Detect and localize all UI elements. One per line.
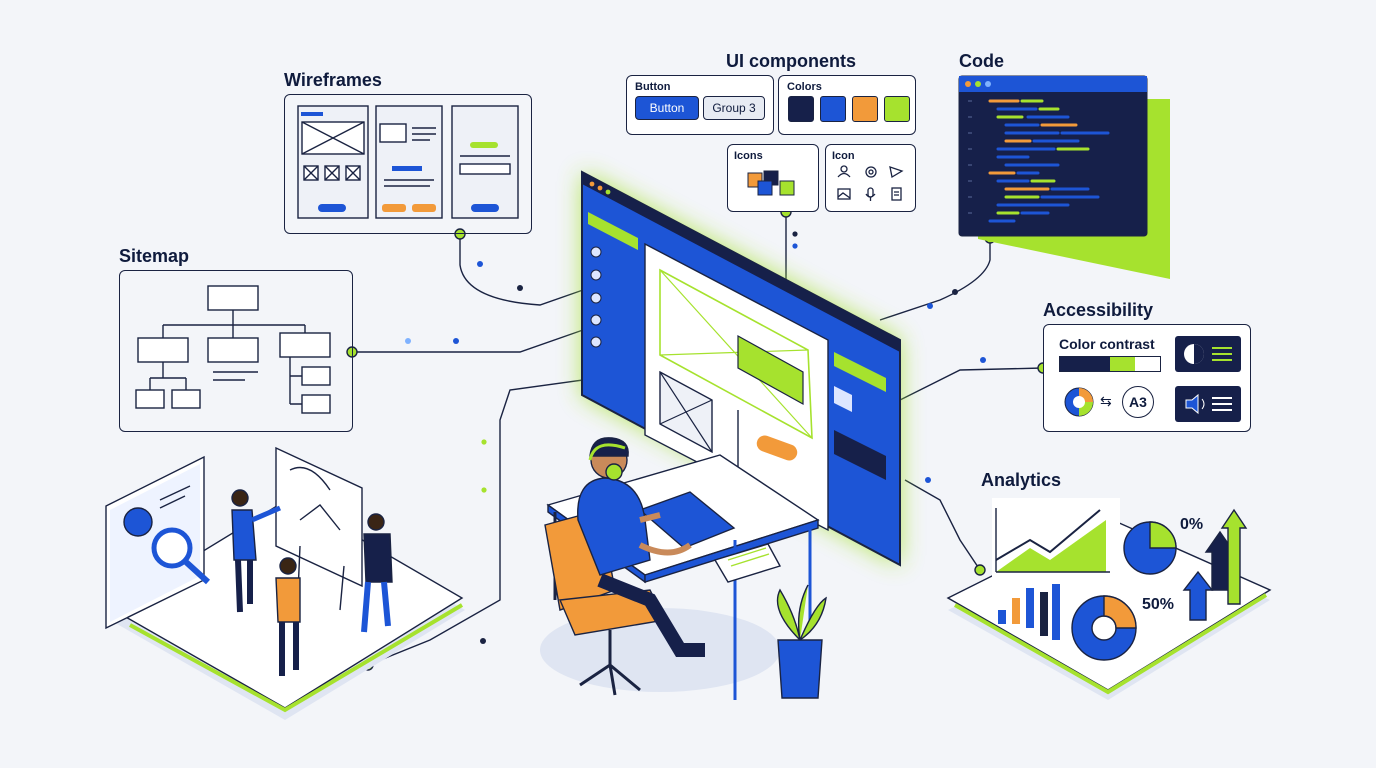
colors-panel: Colors <box>778 75 916 135</box>
icons-panel: Icons <box>727 144 819 212</box>
wireframes-card <box>284 94 532 234</box>
user-icon <box>837 165 851 178</box>
send-icon <box>889 166 904 179</box>
button-panel-title: Button <box>635 81 671 93</box>
ui-components-title: UI components <box>726 51 857 71</box>
button-panel: Button Button Group 3 <box>626 75 774 135</box>
analytics-platform <box>946 498 1272 700</box>
contrast-toggle-icon[interactable] <box>1174 335 1242 373</box>
swap-arrows-icon: ⇆ <box>1100 393 1112 409</box>
analytics-title: Analytics <box>981 470 1062 490</box>
wireframes-title: Wireframes <box>284 70 382 90</box>
sitemap-title: Sitemap <box>119 246 190 266</box>
color-swatch[interactable] <box>852 96 878 122</box>
sitemap-card <box>119 270 353 432</box>
gear-icon <box>865 166 877 178</box>
code-title: Code <box>959 51 1004 71</box>
color-contrast-label: Color contrast <box>1059 336 1155 352</box>
icon-grid <box>837 165 904 201</box>
color-swatches <box>788 96 910 122</box>
contrast-bar <box>1059 356 1161 372</box>
designer-at-desk <box>540 437 827 700</box>
accessibility-card: Color contrast ⇆ A3 <box>1043 324 1251 432</box>
accessibility-title: Accessibility <box>1043 300 1154 320</box>
icon-panel-title: Icon <box>832 150 855 162</box>
code-window <box>958 75 1170 279</box>
color-wheel-icon <box>1064 387 1094 417</box>
wireframe-sketches <box>297 105 519 219</box>
colors-panel-title: Colors <box>787 81 822 93</box>
microphone-icon <box>865 187 876 201</box>
secondary-button[interactable]: Group 3 <box>703 96 765 120</box>
icons-panel-title: Icons <box>734 150 763 162</box>
pie-chart-label: 0% <box>1180 516 1204 533</box>
text-size-badge: A3 <box>1122 386 1154 418</box>
color-swatch[interactable] <box>884 96 910 122</box>
image-icon <box>837 188 851 200</box>
central-monitor <box>581 170 901 567</box>
document-icon <box>891 187 902 201</box>
speaker-toggle-icon[interactable] <box>1174 385 1242 423</box>
team-research-scene <box>105 446 465 720</box>
color-swatch[interactable] <box>788 96 814 122</box>
sitemap-diagram <box>135 285 331 414</box>
icon-panel: Icon <box>825 144 916 212</box>
stacked-squares-icon <box>747 170 795 196</box>
color-swatch[interactable] <box>820 96 846 122</box>
donut-chart-label: 50% <box>1142 596 1175 613</box>
primary-button[interactable]: Button <box>635 96 699 120</box>
connector-lines <box>352 212 1044 666</box>
